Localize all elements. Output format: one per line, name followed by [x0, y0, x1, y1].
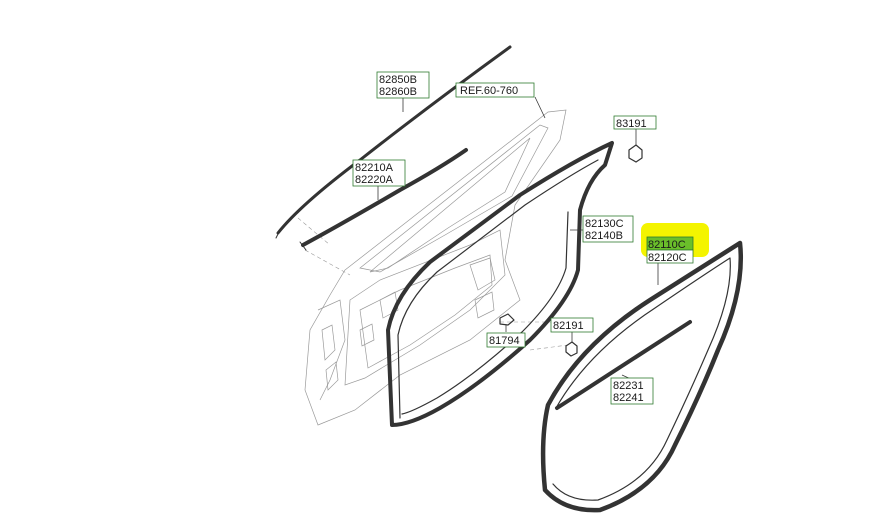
- outer-belt-molding: [275, 45, 512, 239]
- callout-81794: 81794: [486, 332, 526, 348]
- door-frame-weatherstrip: [386, 141, 614, 427]
- callout-82110c-highlighted: 82110C 82120C: [641, 223, 709, 264]
- part-number-82120c: 82120C: [648, 252, 687, 264]
- part-number-82241: 82241: [613, 392, 644, 404]
- inner-belt-weatherstrip: [299, 148, 468, 251]
- part-number-82210a: 82210A: [355, 162, 394, 174]
- reference-label: REF.60-760: [460, 85, 518, 97]
- body-side-weatherstrip: [540, 240, 744, 513]
- callout-ref-60-760: REF.60-760: [455, 82, 535, 98]
- part-number-82110c: 82110C: [648, 239, 686, 251]
- callout-82210a: 82210A 82220A: [352, 159, 406, 187]
- part-number-83191: 83191: [616, 118, 647, 130]
- callout-83191: 83191: [613, 115, 657, 130]
- callout-82130c: 82130C 82140B: [582, 215, 634, 243]
- part-number-82140b: 82140B: [585, 230, 623, 242]
- part-number-81794: 81794: [489, 335, 520, 347]
- door-inner-weatherstrip-strip: [555, 320, 692, 410]
- callout-82850b: 82850B 82860B: [376, 71, 430, 99]
- callout-82231: 82231 82241: [610, 377, 654, 405]
- part-number-82850b: 82850B: [379, 74, 417, 86]
- front-door-panel: [304, 109, 567, 426]
- clip-83191: [628, 144, 643, 163]
- callout-82191: 82191: [550, 317, 594, 333]
- part-number-82860b: 82860B: [379, 86, 417, 98]
- clip-82191: [565, 341, 578, 357]
- part-number-82130c: 82130C: [585, 218, 624, 230]
- clip-81794: [499, 313, 515, 326]
- part-number-82231: 82231: [613, 380, 644, 392]
- part-number-82191: 82191: [553, 320, 584, 332]
- part-number-82220a: 82220A: [355, 174, 394, 186]
